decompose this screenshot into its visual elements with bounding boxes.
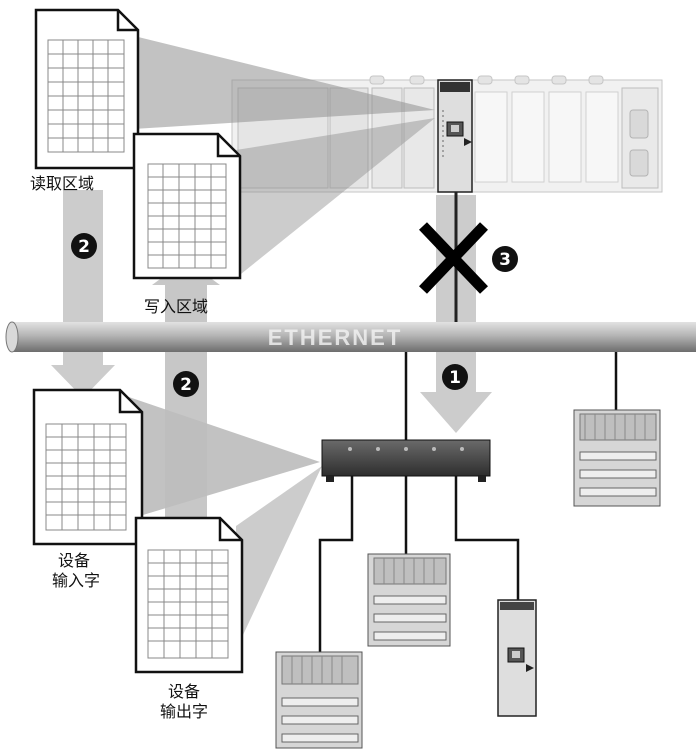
- rack-top-connectors: [369, 75, 604, 85]
- ethernet-label: ETHERNET: [268, 325, 403, 350]
- device-input-label-line1: 设备: [58, 551, 91, 570]
- controller-device-bottom-right: [497, 599, 537, 717]
- read-to-input-arrow: [51, 190, 115, 398]
- read-area-label: 读取区域: [30, 174, 95, 193]
- device-input-document: [32, 388, 144, 546]
- badge-data-exchange-middle: 2: [173, 371, 199, 397]
- ethernet-backbone-cable: [5, 321, 696, 353]
- write-area-document: [132, 132, 242, 280]
- io-device-bottom-left: [275, 651, 363, 749]
- network-wiring: [318, 352, 618, 652]
- device-output-label-line2: 输出字: [160, 702, 209, 721]
- svg-text:3: 3: [499, 250, 511, 270]
- io-device-right: [573, 409, 661, 507]
- blocked-link-x-icon: [419, 222, 488, 294]
- device-input-label: 设备 输入字: [52, 551, 100, 591]
- svg-text:2: 2: [78, 237, 90, 257]
- svg-text:2: 2: [180, 375, 192, 395]
- device-input-label-line2: 输入字: [52, 571, 101, 590]
- network-switch: [321, 439, 491, 482]
- badge-blocked-link: 3: [492, 246, 518, 272]
- ethernet-module: [437, 79, 473, 193]
- write-area-label: 写入区域: [144, 297, 209, 316]
- badge-switch-path: 1: [442, 364, 468, 390]
- io-device-center: [367, 553, 451, 647]
- device-output-label-line1: 设备: [168, 682, 201, 701]
- rack-slots: [474, 91, 619, 183]
- badge-data-exchange-left: 2: [71, 233, 97, 259]
- device-output-label: 设备 输出字: [160, 682, 208, 722]
- svg-text:1: 1: [449, 368, 461, 388]
- device-output-document: [134, 516, 244, 674]
- device-output-projection: [236, 466, 322, 650]
- write-area-projection: [236, 118, 435, 278]
- read-area-document: [34, 8, 140, 170]
- read-area-projection: [118, 32, 435, 130]
